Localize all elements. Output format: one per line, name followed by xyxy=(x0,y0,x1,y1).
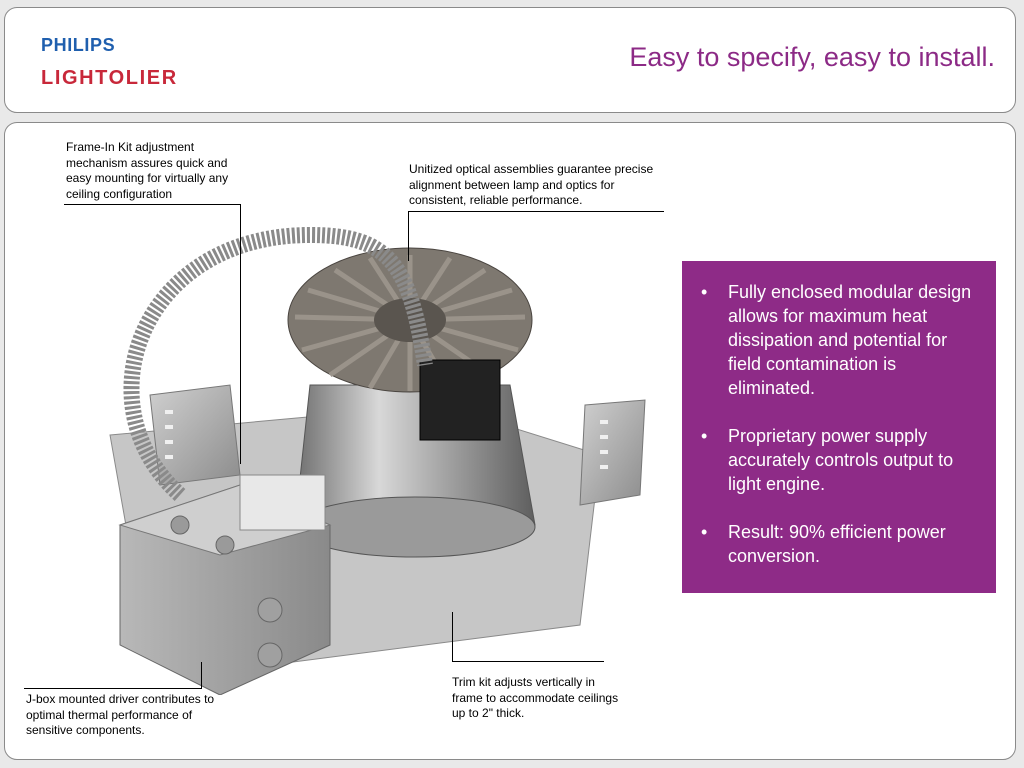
philips-logo: PHILIPS xyxy=(41,35,116,55)
lightolier-logo: LIGHTOLIER xyxy=(41,67,178,89)
leader-line xyxy=(64,204,240,205)
bullet-icon: • xyxy=(701,522,708,542)
leader-line xyxy=(24,688,202,689)
callout-optical-assembly: Unitized optical assemblies guarantee pr… xyxy=(409,162,654,207)
leader-line xyxy=(240,204,241,464)
feature-list: • Fully enclosed modular design allows f… xyxy=(682,261,996,568)
feature-item: • Proprietary power supply accurately co… xyxy=(701,424,984,496)
feature-item: • Result: 90% efficient power conversion… xyxy=(701,520,984,568)
bullet-icon: • xyxy=(701,282,708,302)
flexible-conduit xyxy=(123,226,433,501)
features-box: • Fully enclosed modular design allows f… xyxy=(682,261,996,593)
product-image xyxy=(109,226,646,695)
feature-text: Proprietary power supply accurately cont… xyxy=(728,426,954,494)
driver-module xyxy=(419,359,501,441)
callout-jbox-driver: J-box mounted driver contributes to opti… xyxy=(26,692,215,737)
callout-trim-kit: Trim kit adjusts vertically in frame to … xyxy=(452,675,619,720)
slide-title: Easy to specify, easy to install. xyxy=(629,42,995,72)
feature-item: • Fully enclosed modular design allows f… xyxy=(701,280,984,400)
leader-line xyxy=(452,661,604,662)
right-bracket xyxy=(579,399,646,506)
leader-line xyxy=(201,662,202,688)
header-panel: PHILIPS LIGHTOLIER Easy to specify, easy… xyxy=(4,7,1016,113)
callout-frame-in-kit: Frame-In Kit adjustment mechanism assure… xyxy=(66,140,229,201)
feature-text: Result: 90% efficient power conversion. xyxy=(728,522,946,566)
leader-line xyxy=(452,612,453,662)
feature-text: Fully enclosed modular design allows for… xyxy=(728,282,972,398)
leader-line xyxy=(408,211,409,261)
bullet-icon: • xyxy=(701,426,708,446)
leader-line xyxy=(408,211,664,212)
